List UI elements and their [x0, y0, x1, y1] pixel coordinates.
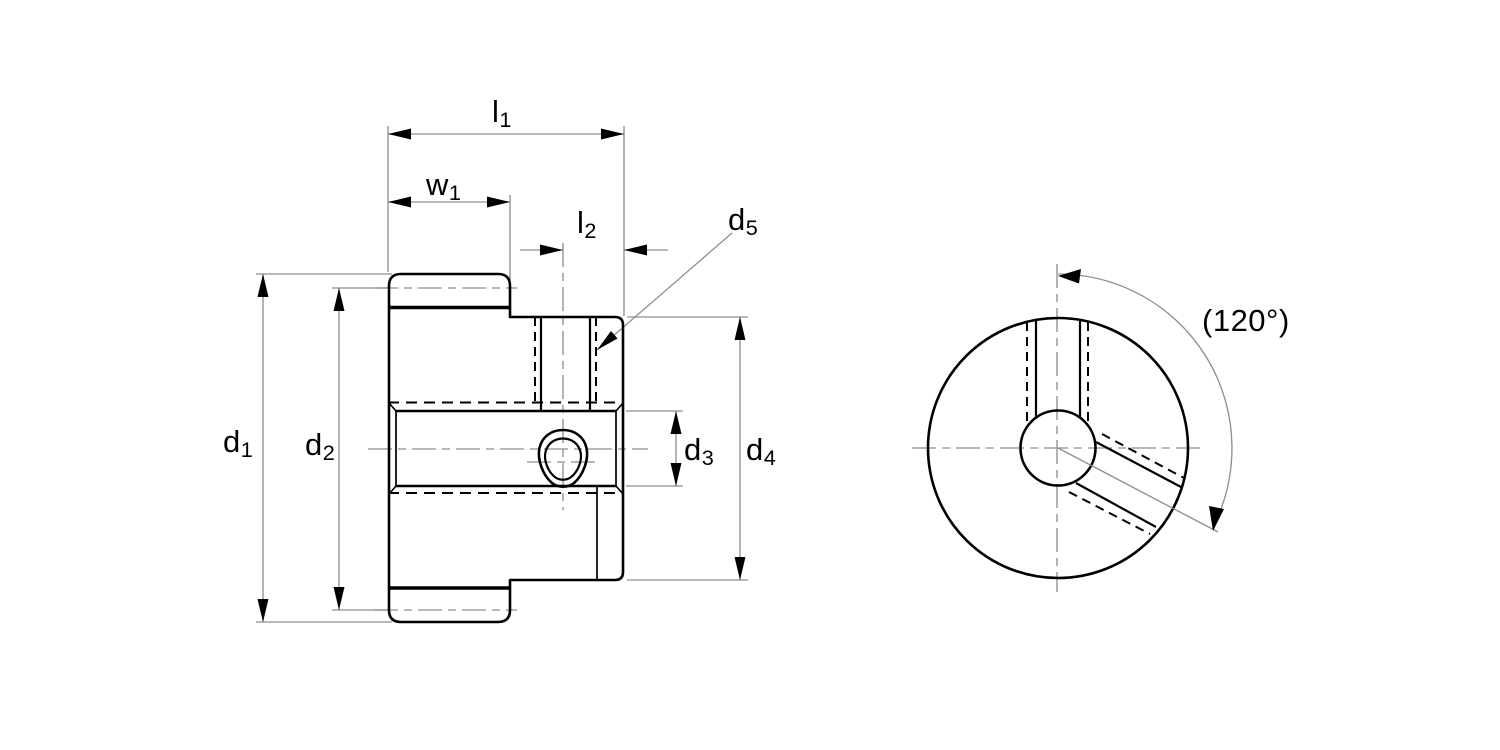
- w1-arrow-left: [388, 196, 411, 208]
- hole-axis-line: [1057, 447, 1219, 533]
- label-w1: w1: [426, 167, 462, 206]
- l2-arrow-left: [540, 244, 563, 256]
- w1-arrow-right: [487, 196, 510, 208]
- setscrew-hole-top: [1026, 320, 1089, 427]
- dimension-lines: [262, 133, 741, 622]
- label-d5: d5: [728, 202, 759, 241]
- trefoil-outer: [537, 428, 589, 489]
- arrowheads: [257, 128, 746, 622]
- label-d1: d1: [223, 424, 254, 463]
- side-view: [256, 126, 748, 624]
- extension-lines: [256, 126, 748, 623]
- front-view: [912, 264, 1233, 592]
- hub-circle: [926, 316, 1190, 580]
- setscrew-hole-side: [534, 317, 597, 411]
- d3-arrow-bottom: [670, 463, 682, 486]
- setscrew-hole-120: [1057, 433, 1219, 535]
- l2-arrow-right: [624, 244, 647, 256]
- gear-outline: [387, 272, 625, 624]
- d2-arrow-top: [333, 288, 345, 311]
- d5-leader-line: [596, 232, 733, 351]
- angle-arc: [1057, 273, 1233, 528]
- d2-arrow-bottom: [333, 587, 345, 610]
- l1-arrow-left: [388, 128, 411, 140]
- angle-arrow-top: [1058, 269, 1081, 284]
- d1-arrow-bottom: [257, 599, 269, 622]
- l1-arrow-right: [601, 128, 624, 140]
- d4-arrow-bottom: [734, 557, 746, 580]
- trefoil-inner: [543, 437, 583, 481]
- label-angle: (120°): [1202, 303, 1290, 338]
- label-l1: l1: [492, 94, 512, 133]
- d3-arrow-top: [670, 411, 682, 434]
- d5-leader-arrow: [597, 331, 618, 350]
- label-d3: d3: [684, 432, 715, 471]
- label-d4: d4: [746, 432, 777, 471]
- d4-arrow-top: [734, 317, 746, 340]
- setscrew-bore-opening: [537, 428, 589, 489]
- d1-arrow-top: [257, 274, 269, 297]
- angle-arrow-bottom: [1209, 506, 1224, 531]
- bore-section: [388, 401, 624, 495]
- angle-dimension: [1057, 269, 1233, 531]
- bore-circle: [1019, 409, 1097, 487]
- label-d2: d2: [305, 427, 336, 466]
- label-l2: l2: [577, 205, 597, 244]
